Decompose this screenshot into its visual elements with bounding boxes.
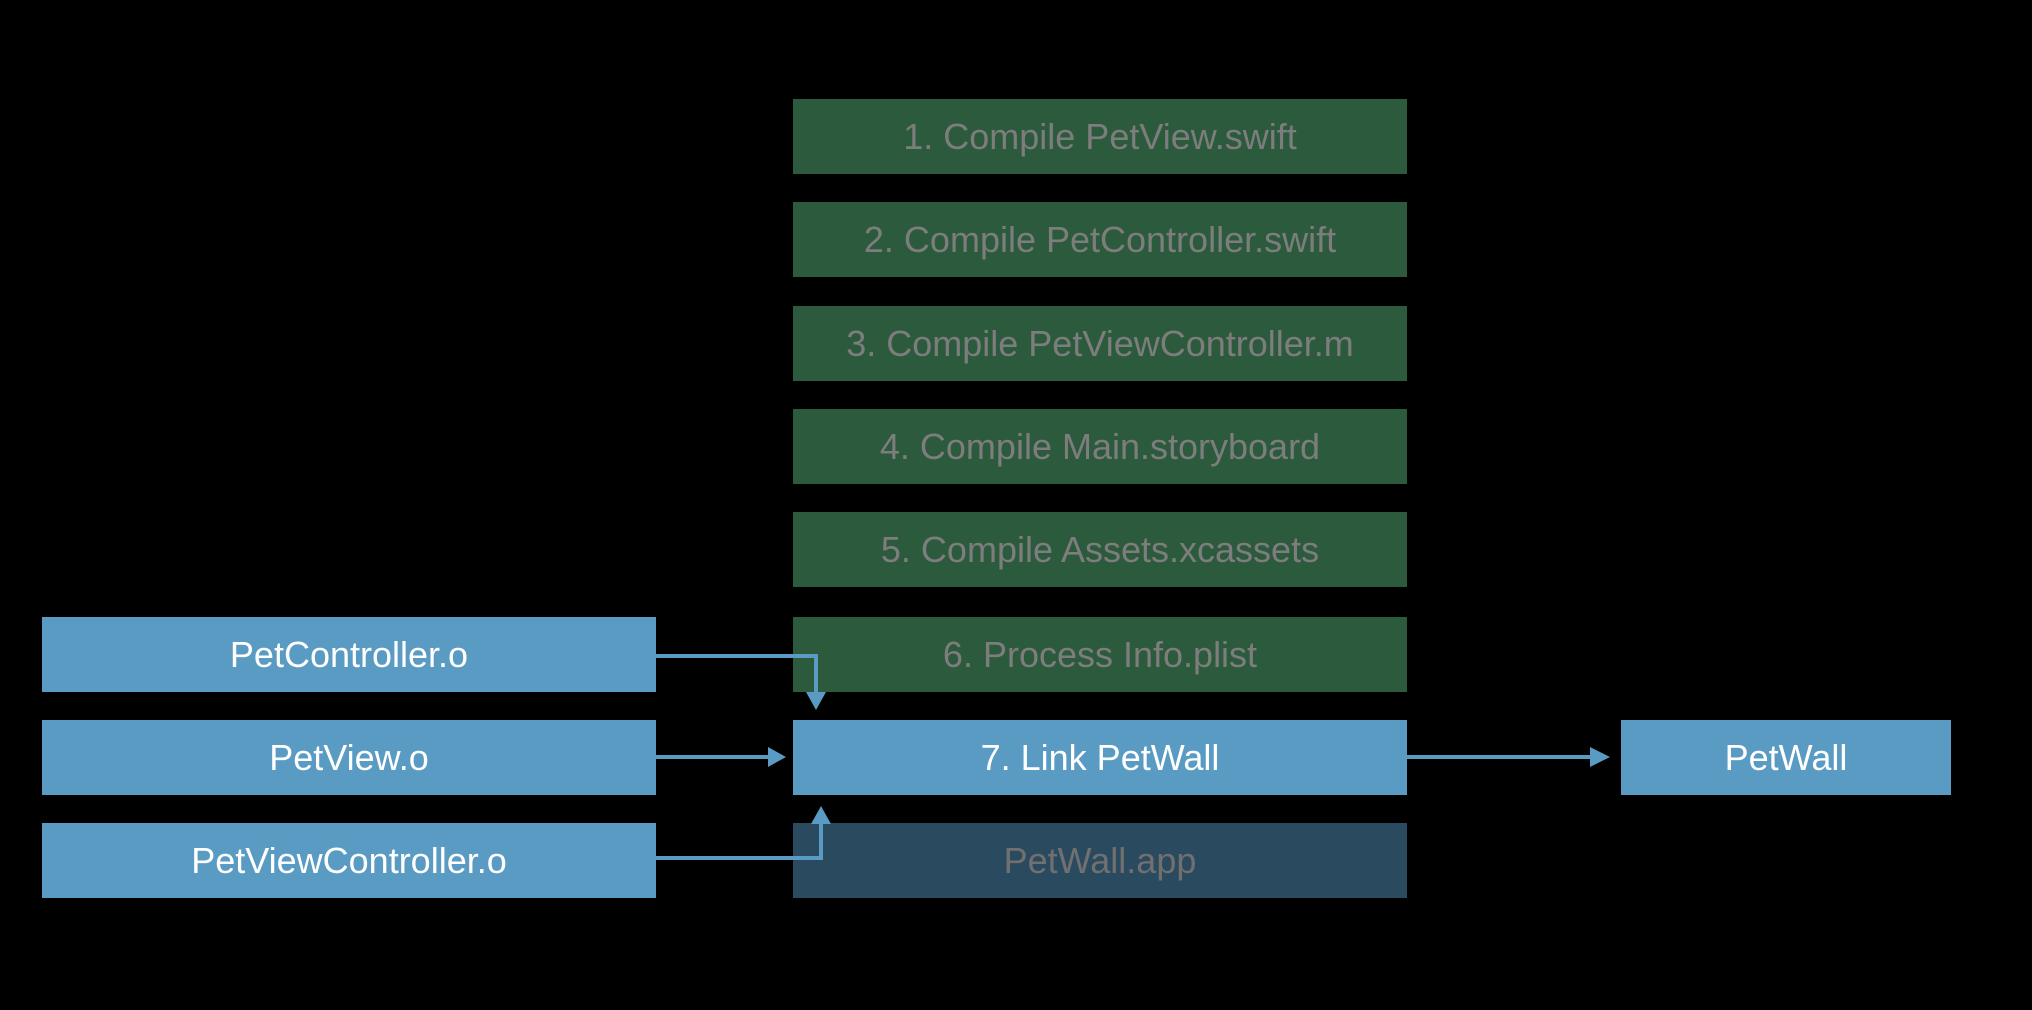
- step-compile-petcontroller-swift: 2. Compile PetController.swift: [793, 202, 1407, 277]
- product-petwall-app: PetWall.app: [793, 823, 1407, 898]
- object-file-petcontroller: PetController.o: [42, 617, 656, 692]
- step-compile-main-storyboard: 4. Compile Main.storyboard: [793, 409, 1407, 484]
- step-compile-petview-swift: 1. Compile PetView.swift: [793, 99, 1407, 174]
- arrowhead-down-icon: [806, 692, 826, 710]
- step-process-info-plist: 6. Process Info.plist: [793, 617, 1407, 692]
- arrowhead-right-icon: [768, 747, 786, 767]
- object-file-petview: PetView.o: [42, 720, 656, 795]
- step-compile-assets-xcassets: 5. Compile Assets.xcassets: [793, 512, 1407, 587]
- arrowhead-up-icon: [811, 806, 831, 824]
- arrow-petcontroller-to-link: [656, 654, 818, 694]
- output-petwall: PetWall: [1621, 720, 1951, 795]
- step-link-petwall: 7. Link PetWall: [793, 720, 1407, 795]
- object-file-petviewcontroller: PetViewController.o: [42, 823, 656, 898]
- step-compile-petviewcontroller-m: 3. Compile PetViewController.m: [793, 306, 1407, 381]
- arrowhead-right-icon: [1590, 747, 1610, 767]
